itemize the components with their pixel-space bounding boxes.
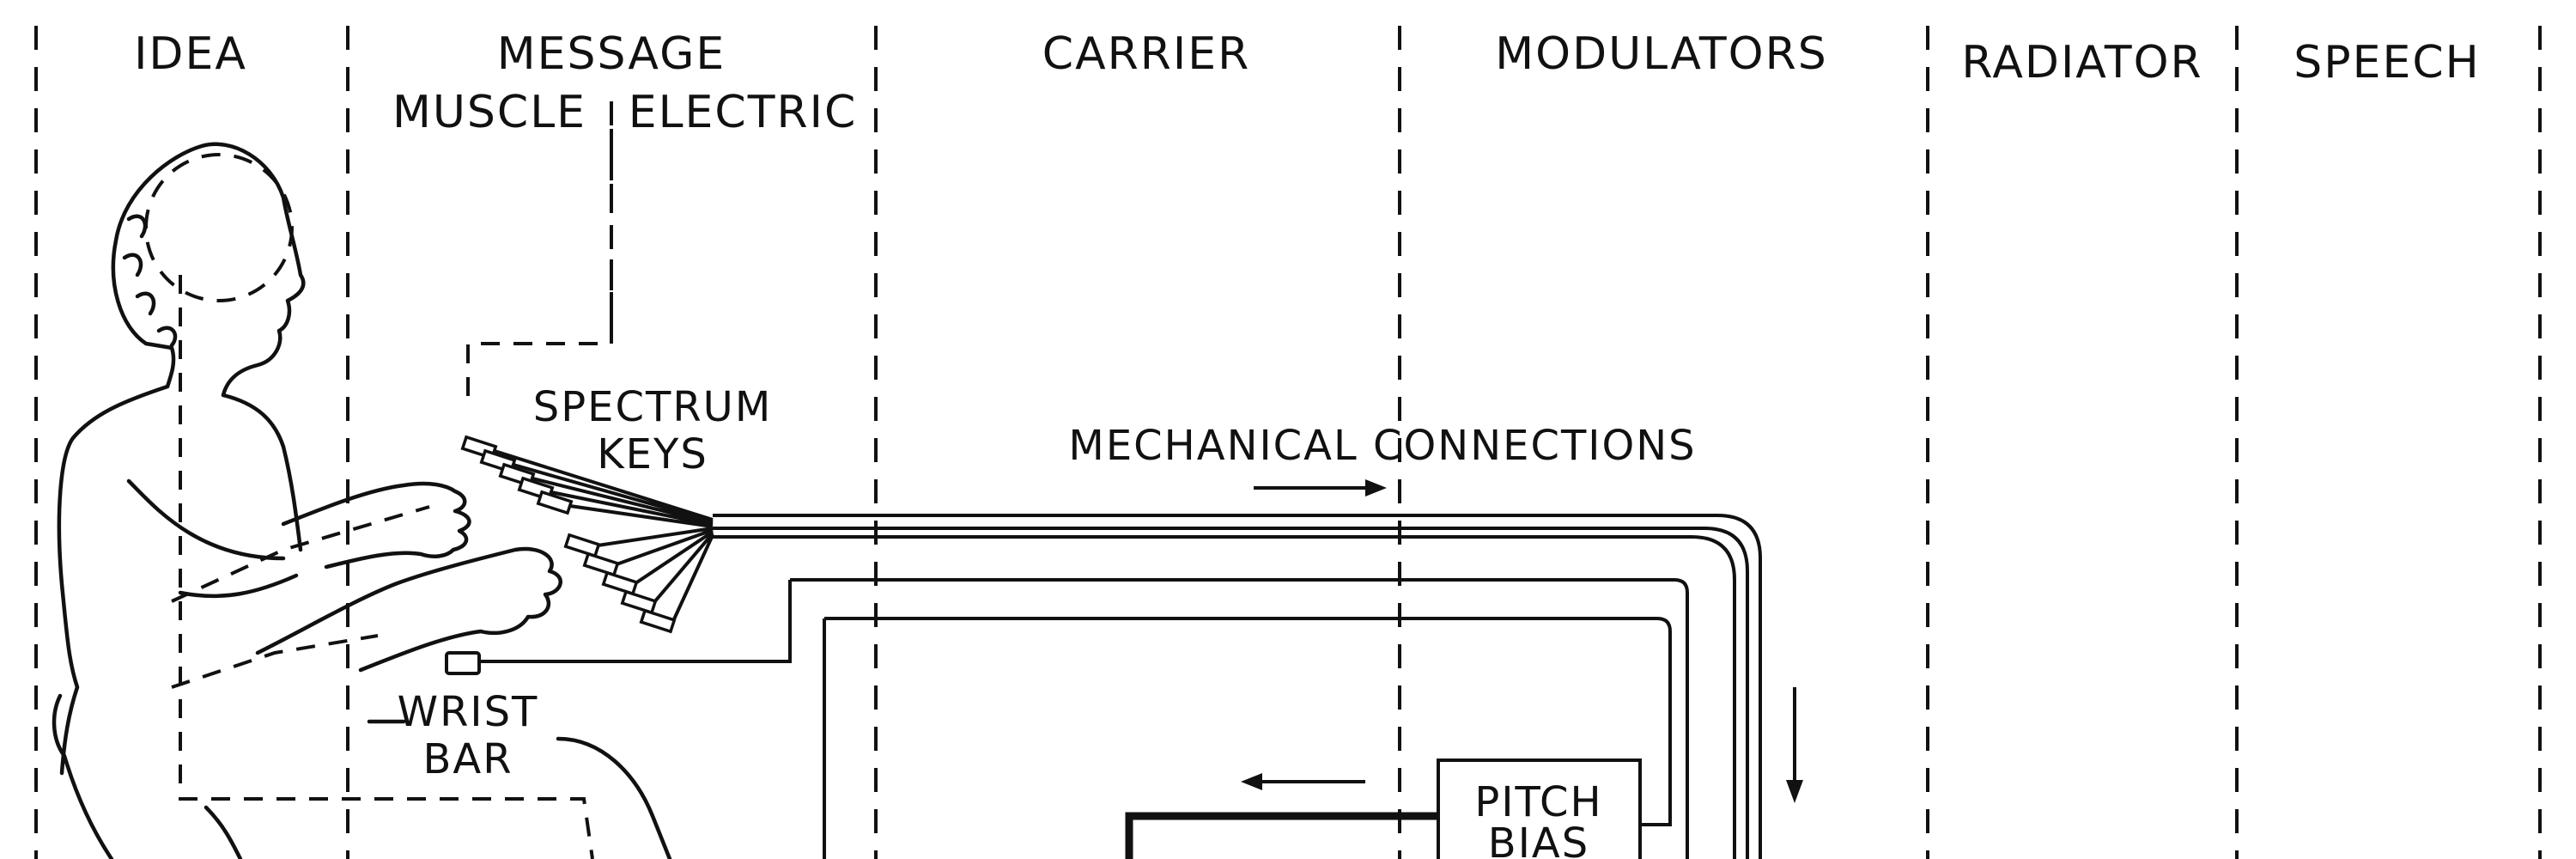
column-dividers xyxy=(34,26,2542,859)
spectrum-key xyxy=(639,608,677,634)
connection-line-2 xyxy=(713,527,1749,859)
right-arrow-icon xyxy=(1254,479,1387,497)
spectrum-key xyxy=(601,570,639,596)
header-message-electric: ELECTRIC xyxy=(629,87,858,138)
connection-line-6 xyxy=(824,617,1672,826)
wrist-bar-leader xyxy=(367,719,672,859)
connection-line-3 xyxy=(713,535,1736,859)
pitch-bias-output xyxy=(1125,812,1438,859)
header-radiator: RADIATOR xyxy=(1961,37,2202,88)
operator-sleeve xyxy=(126,478,299,599)
pitch-bias-box xyxy=(1437,758,1642,859)
operator-arm-nerve-upper xyxy=(171,505,430,603)
down-arrow-icon xyxy=(1786,687,1803,803)
mechanical-connections-label: MECHANICAL CONNECTIONS xyxy=(1068,422,1696,470)
operator-figure xyxy=(52,142,594,859)
wrist-bar-label-line2: BAR xyxy=(422,735,513,783)
spectrum-keys xyxy=(460,435,714,634)
left-arrow-icon xyxy=(1241,773,1365,790)
operator-hand-upper xyxy=(281,481,471,570)
pitch-bias-label-line1: PITCH xyxy=(1474,778,1602,826)
operator-brain-idea xyxy=(144,153,294,302)
spectrum-keys-label-line2: KEYS xyxy=(597,430,708,478)
electric-nerve-path xyxy=(466,129,613,404)
mechanical-connection-bundle xyxy=(459,514,1762,859)
spectrum-key xyxy=(536,490,574,515)
connection-line-1 xyxy=(713,514,1762,859)
spectrum-key xyxy=(563,533,601,558)
wrist-bar-block xyxy=(445,651,481,675)
operator-arm-nerve-lower xyxy=(171,634,379,689)
pitch-bias-label-line2: BIAS xyxy=(1488,819,1589,859)
connection-line-4 xyxy=(790,578,1689,859)
spectrum-keys-label-line1: SPECTRUM xyxy=(533,383,772,431)
header-speech: SPEECH xyxy=(2293,37,2481,88)
key-linkage-fan xyxy=(494,449,714,622)
operator-spine-nerve xyxy=(179,275,594,859)
connection-line-5 xyxy=(459,580,792,663)
operator-hand-lower xyxy=(255,546,562,673)
pitch-bias xyxy=(1125,758,1642,859)
header-carrier: CARRIER xyxy=(1042,28,1250,80)
header-modulators: MODULATORS xyxy=(1495,28,1827,80)
header-idea: IDEA xyxy=(134,28,247,80)
operator-lap xyxy=(52,693,243,859)
column-headers: IDEA MESSAGE MUSCLE ELECTRIC CARRIER MOD… xyxy=(134,28,2481,138)
wrist-bar-label-line1: WRIST xyxy=(398,688,539,736)
operator-hair xyxy=(122,214,178,348)
spectrum-key xyxy=(620,589,658,615)
header-message: MESSAGE xyxy=(497,28,726,80)
wrist-bar xyxy=(367,651,672,859)
spectrum-key xyxy=(582,551,620,577)
header-message-muscle: MUSCLE xyxy=(392,87,586,138)
